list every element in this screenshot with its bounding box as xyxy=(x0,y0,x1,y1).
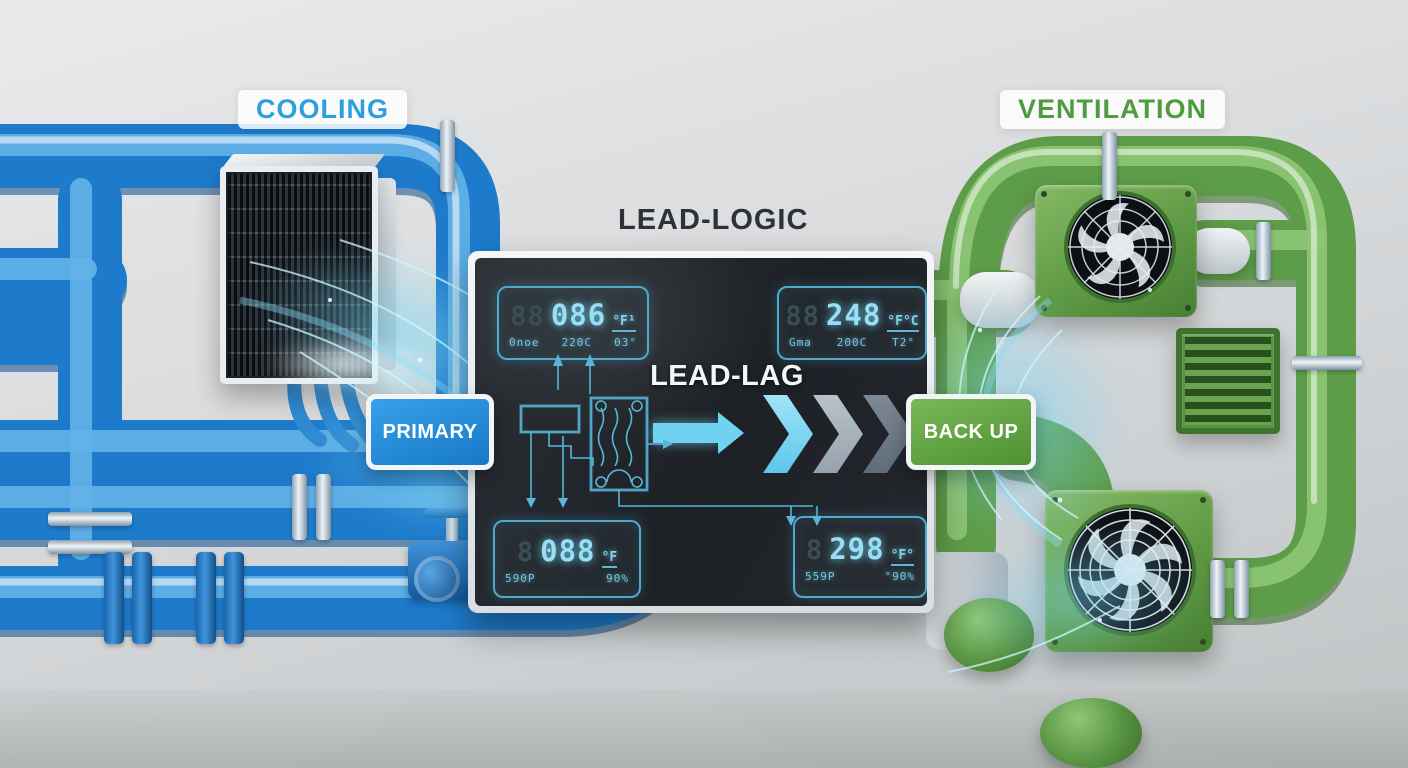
pipe-collar xyxy=(1234,560,1249,618)
backup-badge: BACK UP xyxy=(906,394,1036,470)
lcd-sub-right: 90% xyxy=(606,571,629,585)
lcd-ghost-digits: 88 xyxy=(785,300,820,332)
lcd-sub-left: Gma xyxy=(789,335,812,349)
primary-badge: PRIMARY xyxy=(366,394,494,470)
lcd-ghost-digits: 8 xyxy=(805,534,824,566)
lcd-value: 248 xyxy=(825,297,882,332)
pipe-collar xyxy=(48,512,132,526)
lcd-unit: °F xyxy=(601,550,618,568)
pipe-elbow-dome xyxy=(1040,698,1142,768)
pipe-collar xyxy=(1292,356,1362,370)
vent-grille xyxy=(1176,328,1280,434)
pipe-collar xyxy=(48,540,132,554)
lcd-unit: °F¹ xyxy=(612,314,636,332)
pipe-collar xyxy=(1256,222,1271,280)
radiator-unit xyxy=(220,166,378,384)
lcd-sub-right: 03° xyxy=(614,335,637,349)
schematic-diagram xyxy=(519,354,822,526)
lcd-sub-right: °90% xyxy=(884,569,915,583)
ventilation-label: VENTILATION xyxy=(1000,90,1225,129)
duct-segment xyxy=(960,272,1040,328)
vent-slats xyxy=(1185,337,1271,425)
display-bottom-left: 8 088 °F 590P 90% xyxy=(493,520,641,598)
lcd-value: 088 xyxy=(540,533,596,568)
lead-lag-title: LEAD-LAG xyxy=(650,360,804,392)
panel-screen: 88 086 °F¹ 0noe 220C 03° 88 248 °F°C xyxy=(475,258,927,606)
pipe-collar xyxy=(1210,560,1225,618)
pipe-collar xyxy=(1102,132,1117,200)
valve-cap xyxy=(414,556,460,602)
fan-unit-upper xyxy=(1035,185,1197,317)
pipe-flange xyxy=(224,552,244,644)
pipe-flange xyxy=(132,552,152,644)
lead-logic-title: LEAD-LOGIC xyxy=(618,204,809,236)
lcd-sub-mid: 200C xyxy=(836,335,868,349)
fan-unit-lower xyxy=(1045,490,1213,652)
pipe-elbow-dome xyxy=(944,598,1034,672)
pipe-collar xyxy=(292,474,307,540)
pipe-flange xyxy=(104,552,124,644)
radiator-grille-lines xyxy=(228,174,370,376)
lcd-sub-left: 559P xyxy=(805,569,836,583)
control-panel: 88 086 °F¹ 0noe 220C 03° 88 248 °F°C xyxy=(468,251,934,613)
fan-blades-icon xyxy=(1064,504,1196,636)
pipe-collar xyxy=(440,120,455,192)
valve-stem xyxy=(446,516,458,546)
floor xyxy=(0,690,1408,768)
fan-blades-icon xyxy=(1064,191,1176,303)
lcd-ghost-digits: 88 xyxy=(510,300,545,332)
lcd-unit: °F° xyxy=(890,548,915,566)
pipe-collar xyxy=(316,474,331,540)
lcd-unit: °F°C xyxy=(887,314,919,332)
flow-arrow xyxy=(653,412,744,454)
lcd-value: 086 xyxy=(550,297,607,332)
lcd-sub-left: 590P xyxy=(505,571,536,585)
lcd-sub-right: T2° xyxy=(892,335,915,349)
pipe-flange xyxy=(196,552,216,644)
lcd-ghost-digits: 8 xyxy=(516,536,535,568)
cooling-label: COOLING xyxy=(238,90,407,129)
